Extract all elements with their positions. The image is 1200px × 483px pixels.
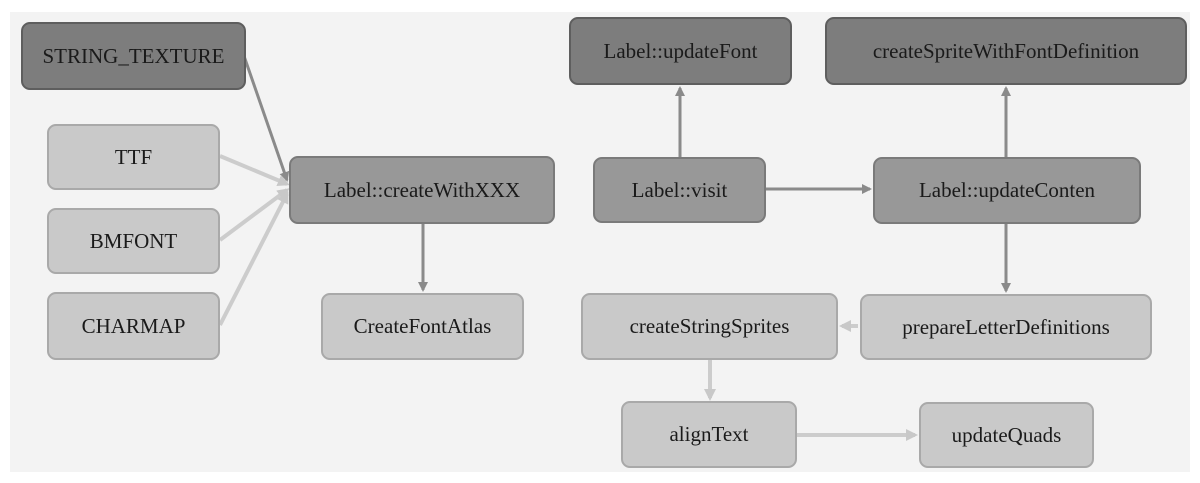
arrow-bmfont-to-create bbox=[218, 188, 290, 242]
string-texture-node: STRING_TEXTURE bbox=[21, 22, 246, 90]
align-text-node: alignText bbox=[621, 401, 797, 468]
visit-node: Label::visit bbox=[593, 157, 766, 223]
update-content-node: Label::updateConten bbox=[873, 157, 1141, 224]
prepare-letter-node: prepareLetterDefinitions bbox=[860, 294, 1152, 360]
create-font-atlas-node: CreateFontAtlas bbox=[321, 293, 524, 360]
bmfont-node: BMFONT bbox=[47, 208, 220, 274]
arrow-string-texture-to-create bbox=[242, 55, 290, 182]
charmap-node: CHARMAP bbox=[47, 292, 220, 360]
create-with-node: Label::createWithXXX bbox=[289, 156, 555, 224]
update-font-node: Label::updateFont bbox=[569, 17, 792, 85]
create-sprite-node: createSpriteWithFontDefinition bbox=[825, 17, 1187, 85]
create-string-sprites-node: createStringSprites bbox=[581, 293, 838, 360]
arrow-charmap-to-create bbox=[218, 191, 289, 326]
arrow-ttf-to-create bbox=[219, 154, 290, 187]
update-quads-node: updateQuads bbox=[919, 402, 1094, 468]
ttf-node: TTF bbox=[47, 124, 220, 190]
